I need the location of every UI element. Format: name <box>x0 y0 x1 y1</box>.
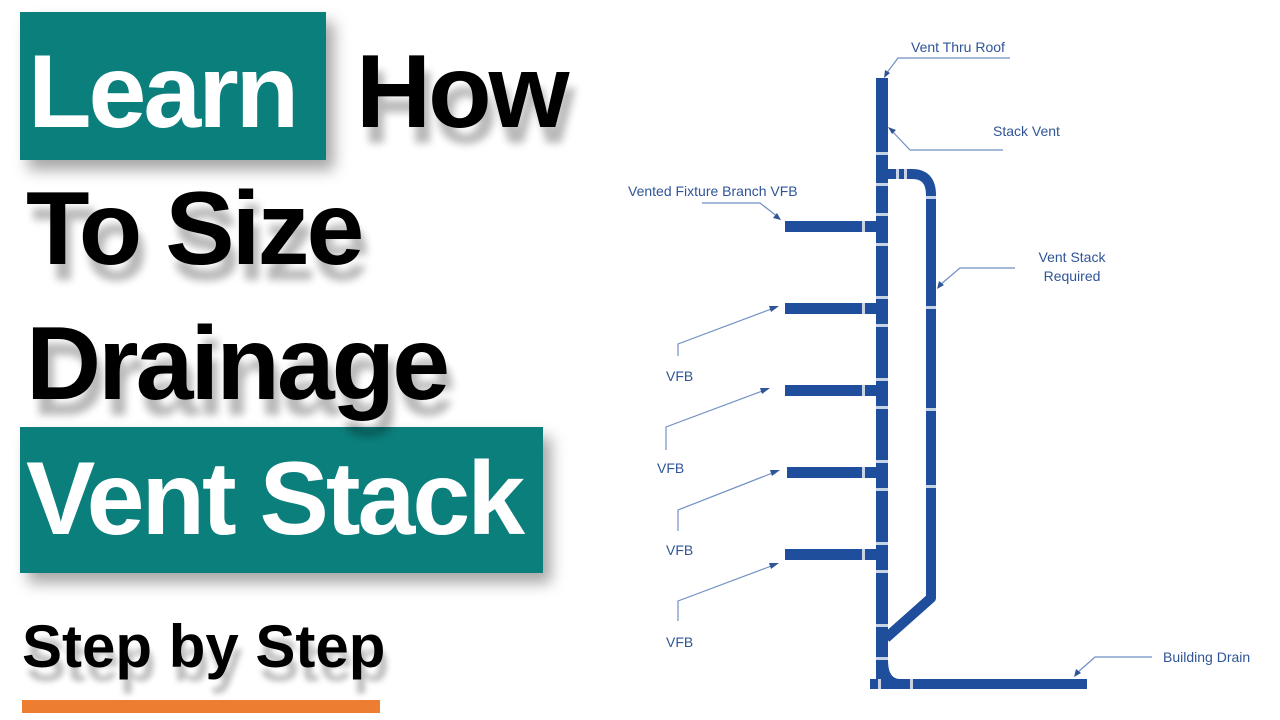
arrow-icon <box>1074 669 1081 677</box>
leader-vent-stack <box>939 267 1015 286</box>
building-drain-pipe <box>870 679 1087 689</box>
arrow-icon <box>888 127 896 134</box>
pipe-fittings <box>862 152 936 689</box>
label-vent-stack: Vent Stack <box>1039 249 1107 265</box>
arrow-icon <box>760 388 770 394</box>
leader-stack-vent <box>890 129 1003 151</box>
arrow-icon <box>769 563 779 569</box>
fixture-branch-4 <box>787 467 877 478</box>
leader-vented-fixture-branch <box>702 202 779 218</box>
leader-vfb-1 <box>677 307 775 356</box>
label-stack-vent: Stack Vent <box>993 123 1060 139</box>
leader-vfb-2 <box>665 389 766 450</box>
title-vent-stack: Vent Stack <box>26 441 525 557</box>
arrow-icon <box>769 306 779 312</box>
leader-vent-thru-roof <box>885 57 1010 75</box>
arrow-icon <box>937 281 944 289</box>
label-vfb-3: VFB <box>666 542 693 558</box>
vent-stack-highlight-box <box>20 427 543 573</box>
fixture-branch-3 <box>785 385 877 396</box>
fixture-branch-5 <box>785 549 877 560</box>
label-vfb-2: VFB <box>657 460 684 476</box>
leader-building-drain <box>1076 656 1152 674</box>
pipe-network <box>785 78 1087 689</box>
label-vent-thru-roof: Vent Thru Roof <box>911 39 1005 55</box>
subtitle-step-by-step: Step by Step <box>22 613 386 680</box>
orange-underline <box>22 700 380 713</box>
title-how: How <box>356 34 570 150</box>
label-vfb-4: VFB <box>666 634 693 650</box>
arrow-icon <box>773 213 781 220</box>
vent-stack-pipe <box>882 169 936 642</box>
arrow-icon <box>770 470 780 476</box>
fixture-branch-2 <box>785 303 877 314</box>
label-required: Required <box>1044 268 1101 284</box>
leader-vfb-4 <box>677 564 775 621</box>
label-building-drain: Building Drain <box>1163 649 1250 665</box>
leader-vfb-3 <box>677 471 776 531</box>
learn-highlight-box <box>20 12 326 160</box>
title-learn: Learn <box>28 34 299 150</box>
fixture-branch-1 <box>785 221 877 232</box>
label-vented-fixture-branch: Vented Fixture Branch VFB <box>628 183 798 199</box>
arrow-icon <box>884 70 890 78</box>
title-to-size: To Size <box>26 171 364 287</box>
title-drainage: Drainage <box>26 306 450 422</box>
label-vfb-1: VFB <box>666 368 693 384</box>
